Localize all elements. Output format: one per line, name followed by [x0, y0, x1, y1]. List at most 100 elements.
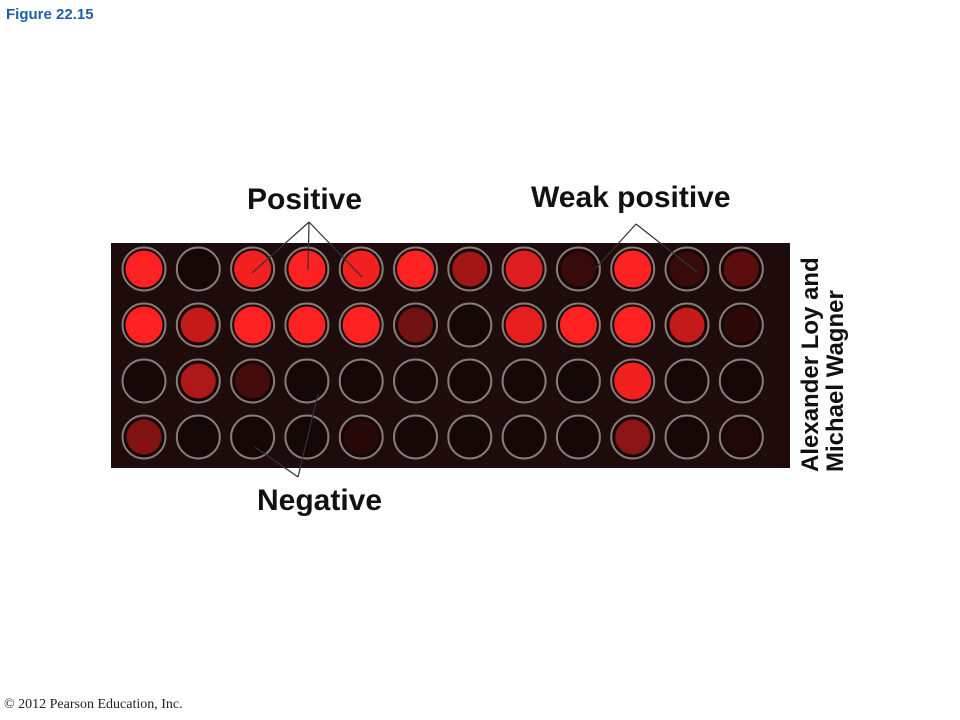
well-r2-c1: [121, 302, 167, 348]
well-r2-c9: [555, 302, 601, 348]
figure-title: Figure 22.15: [6, 6, 94, 23]
well-signal: [288, 250, 326, 288]
well-r3-c6: [393, 358, 438, 404]
well-r1-c2: [175, 246, 221, 292]
well-r4-c6: [393, 414, 438, 460]
credit-line-1: Alexander Loy and: [797, 257, 824, 472]
well-signal: [723, 419, 759, 455]
well-r3-c5: [338, 358, 384, 404]
well-signal: [398, 307, 433, 343]
well-r4-c12: [718, 414, 764, 460]
microarray-plate: [111, 243, 790, 468]
photo-credit: Alexander Loy and Michael Wagner: [797, 257, 849, 472]
well-signal: [505, 250, 543, 288]
well-rim: [230, 358, 276, 404]
well-r3-c11: [664, 358, 710, 404]
well-rim: [284, 358, 330, 404]
well-rim: [664, 414, 710, 460]
well-rim: [121, 414, 167, 460]
well-rim: [555, 246, 601, 292]
well-r2-c10: [610, 302, 656, 348]
well-signal: [180, 307, 216, 343]
well-signal: [234, 250, 272, 288]
well-rim: [393, 358, 438, 404]
well-signal: [614, 250, 652, 288]
well-rim: [555, 358, 601, 404]
copyright-notice: © 2012 Pearson Education, Inc.: [4, 697, 183, 712]
well-rim: [338, 358, 384, 404]
well-rim: [664, 358, 710, 404]
well-r1-c12: [718, 246, 764, 292]
well-r1-c9: [555, 246, 601, 292]
well-rim: [175, 246, 221, 292]
well-r3-c2: [175, 358, 221, 404]
well-rim: [501, 414, 547, 460]
well-r1-c10: [610, 246, 656, 292]
well-r4-c4: [284, 414, 330, 460]
well-signal: [126, 419, 162, 455]
well-r3-c4: [284, 358, 330, 404]
well-r2-c6: [393, 302, 438, 348]
well-r4-c10: [610, 414, 656, 460]
negative-label: Negative: [257, 484, 383, 517]
well-r2-c7: [447, 302, 493, 348]
well-signal: [452, 251, 488, 287]
weak-positive-label: Weak positive: [531, 181, 731, 214]
well-r3-c7: [447, 358, 493, 404]
well-signal: [615, 419, 651, 455]
well-rim: [393, 302, 438, 348]
well-signal: [560, 251, 596, 287]
well-r1-c1: [121, 246, 167, 292]
well-signal: [669, 307, 705, 343]
well-r4-c1: [121, 414, 167, 460]
well-r1-c4: [284, 246, 330, 292]
well-r2-c5: [338, 302, 384, 348]
well-signal: [342, 306, 380, 344]
well-r1-c7: [447, 246, 493, 292]
well-rim: [175, 414, 221, 460]
well-signal: [614, 306, 652, 344]
well-r3-c10: [610, 358, 656, 404]
well-r1-c8: [501, 246, 547, 292]
well-rim: [718, 246, 764, 292]
well-signal: [669, 251, 705, 287]
credit-line-2: Michael Wagner: [822, 290, 849, 472]
well-rim: [718, 358, 764, 404]
well-signal: [125, 306, 163, 344]
well-r3-c12: [718, 358, 764, 404]
well-rim: [555, 414, 601, 460]
well-r1-c6: [393, 246, 438, 292]
well-signal: [180, 363, 216, 399]
well-rim: [393, 414, 438, 460]
well-rim: [718, 414, 764, 460]
well-signal: [723, 307, 759, 343]
well-r4-c9: [555, 414, 601, 460]
well-r1-c3: [230, 246, 276, 292]
well-rim: [121, 358, 167, 404]
well-r2-c3: [230, 302, 276, 348]
well-signal: [559, 306, 597, 344]
well-r3-c9: [555, 358, 601, 404]
well-rim: [718, 302, 764, 348]
well-r2-c2: [175, 302, 221, 348]
well-signal: [614, 362, 652, 400]
well-signal: [235, 363, 271, 399]
well-r1-c11: [664, 246, 710, 292]
well-r4-c7: [447, 414, 493, 460]
well-r4-c5: [338, 414, 384, 460]
well-r2-c8: [501, 302, 547, 348]
well-signal: [505, 306, 543, 344]
well-r2-c12: [718, 302, 764, 348]
well-r4-c11: [664, 414, 710, 460]
well-signal: [288, 306, 326, 344]
well-r3-c3: [230, 358, 276, 404]
well-r4-c3: [230, 414, 276, 460]
well-signal: [125, 250, 163, 288]
well-r4-c8: [501, 414, 547, 460]
well-signal: [342, 250, 380, 288]
well-rim: [447, 302, 493, 348]
well-signal: [397, 250, 434, 288]
well-signal: [234, 306, 272, 344]
well-r2-c11: [664, 302, 710, 348]
positive-label: Positive: [247, 183, 363, 216]
